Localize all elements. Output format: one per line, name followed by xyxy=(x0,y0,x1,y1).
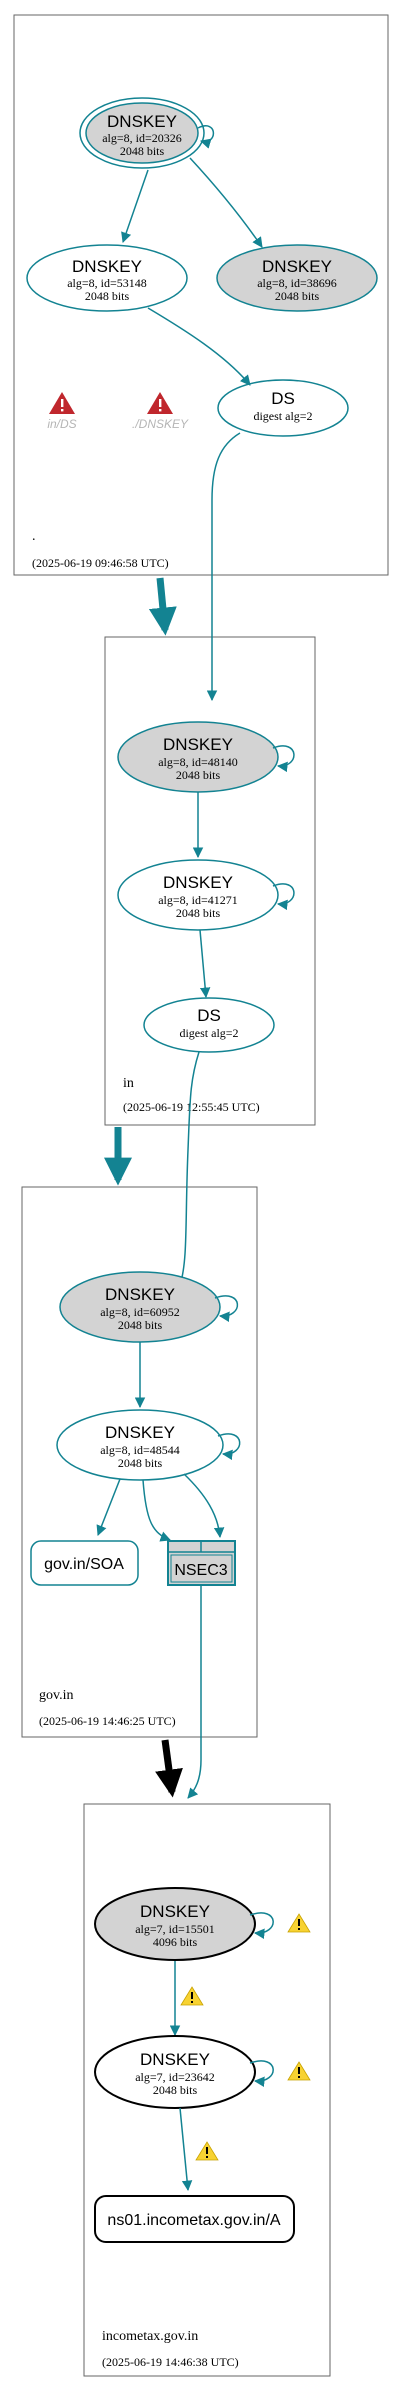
it-zsk-node[interactable]: DNSKEY alg=7, id=23642 2048 bits xyxy=(94,2035,256,2109)
node-title: DNSKEY xyxy=(163,873,233,892)
node-detail: alg=8, id=60952 xyxy=(100,1305,180,1319)
node-detail: digest alg=2 xyxy=(253,409,312,423)
node-title: DNSKEY xyxy=(105,1285,175,1304)
node-detail: 2048 bits xyxy=(118,1318,163,1332)
node-detail: alg=7, id=15501 xyxy=(135,1922,215,1936)
self-sign-edge xyxy=(249,1912,274,1939)
zone-in: DNSKEY alg=8, id=48140 2048 bits DNSKEY … xyxy=(104,432,316,1126)
node-detail: alg=8, id=48544 xyxy=(100,1443,180,1457)
it-a-record-node[interactable]: ns01.incometax.gov.in/A xyxy=(94,2195,295,2243)
delegation-arrow xyxy=(148,577,177,636)
node-detail: 2048 bits xyxy=(153,2083,198,2097)
root-key-38696-node[interactable]: DNSKEY alg=8, id=38696 2048 bits xyxy=(216,244,378,312)
edge xyxy=(96,1478,121,1536)
node-title: DNSKEY xyxy=(105,1423,175,1442)
node-title: DNSKEY xyxy=(72,257,142,276)
error-dnskey: ./DNSKEY xyxy=(132,392,189,431)
root-ksk-node[interactable]: DNSKEY alg=8, id=20326 2048 bits xyxy=(79,97,205,169)
zone-root: DNSKEY alg=8, id=20326 2048 bits DNSKEY … xyxy=(13,14,389,576)
node-title: DNSKEY xyxy=(107,112,177,131)
node-detail: 2048 bits xyxy=(118,1456,163,1470)
zone-timestamp: (2025-06-19 09:46:58 UTC) xyxy=(32,556,169,570)
warning-icon xyxy=(195,2141,219,2161)
zone-name: gov.in xyxy=(39,1688,73,1703)
self-sign-edge xyxy=(249,2060,274,2087)
in-ds-node[interactable]: DS digest alg=2 xyxy=(143,997,275,1053)
error-label: in/DS xyxy=(47,417,76,431)
zone-gov: DNSKEY alg=8, id=60952 2048 bits DNSKEY … xyxy=(21,1051,258,1738)
zone-name: incometax.gov.in xyxy=(102,2329,198,2344)
node-detail: alg=7, id=23642 xyxy=(135,2070,215,2084)
zone-name: in xyxy=(123,1076,134,1091)
error-label: ./DNSKEY xyxy=(132,417,189,431)
in-ksk-node[interactable]: DNSKEY alg=8, id=48140 2048 bits xyxy=(117,721,279,793)
edge xyxy=(147,307,251,386)
node-detail: alg=8, id=48140 xyxy=(158,755,238,769)
gov-ksk-node[interactable]: DNSKEY alg=8, id=60952 2048 bits xyxy=(59,1271,221,1343)
edge xyxy=(189,157,263,248)
it-ksk-node[interactable]: DNSKEY alg=7, id=15501 4096 bits xyxy=(94,1887,256,1961)
zone-timestamp: (2025-06-19 12:55:45 UTC) xyxy=(123,1100,260,1114)
edge xyxy=(199,929,211,999)
node-title: DNSKEY xyxy=(262,257,332,276)
self-sign-edge xyxy=(272,745,295,773)
node-title: DNSKEY xyxy=(140,1902,210,1921)
node-title: DS xyxy=(197,1006,221,1025)
node-detail: 2048 bits xyxy=(85,289,130,303)
node-title: ns01.incometax.gov.in/A xyxy=(107,2212,280,2229)
node-detail: 2048 bits xyxy=(120,144,165,158)
node-title: NSEC3 xyxy=(174,1562,227,1579)
warning-icon xyxy=(287,2061,311,2081)
node-title: gov.in/SOA xyxy=(44,1556,124,1573)
zone-timestamp: (2025-06-19 14:46:25 UTC) xyxy=(39,1714,176,1728)
error-in-ds: in/DS xyxy=(47,392,77,431)
zone-incometax: DNSKEY alg=7, id=15501 4096 bits DNSKEY … xyxy=(83,1803,331,2377)
node-detail: alg=8, id=41271 xyxy=(158,893,238,907)
warning-icon xyxy=(287,1913,311,1933)
edge xyxy=(179,2107,193,2192)
delegation-arrow xyxy=(155,1739,183,1798)
self-sign-edge xyxy=(197,125,215,149)
node-detail: 2048 bits xyxy=(275,289,320,303)
node-detail: alg=8, id=20326 xyxy=(102,131,182,145)
node-title: DS xyxy=(271,389,295,408)
edge xyxy=(183,1473,225,1539)
self-sign-edge xyxy=(272,883,295,911)
self-sign-edge xyxy=(217,1433,241,1461)
warning-icon xyxy=(180,1986,204,2006)
root-ds-node[interactable]: DS digest alg=2 xyxy=(217,379,349,437)
node-title: DNSKEY xyxy=(140,2050,210,2069)
edge xyxy=(206,432,241,702)
node-detail: 2048 bits xyxy=(176,768,221,782)
self-sign-edge xyxy=(214,1295,239,1323)
gov-nsec3-node[interactable]: NSEC3 xyxy=(167,1540,236,1586)
zone-name: . xyxy=(32,529,36,544)
root-zsk-node[interactable]: DNSKEY alg=8, id=53148 2048 bits xyxy=(26,244,188,312)
node-detail: 4096 bits xyxy=(153,1935,198,1949)
edge xyxy=(142,1479,171,1542)
edge xyxy=(121,169,149,243)
node-title: DNSKEY xyxy=(163,735,233,754)
node-detail: 2048 bits xyxy=(176,906,221,920)
edge xyxy=(187,1585,202,1799)
error-icon xyxy=(147,392,173,414)
node-detail: alg=8, id=38696 xyxy=(257,276,337,290)
gov-soa-node[interactable]: gov.in/SOA xyxy=(30,1540,139,1586)
error-icon xyxy=(49,392,75,414)
node-detail: alg=8, id=53148 xyxy=(67,276,147,290)
zone-timestamp: (2025-06-19 14:46:38 UTC) xyxy=(102,2355,239,2369)
in-zsk-node[interactable]: DNSKEY alg=8, id=41271 2048 bits xyxy=(117,859,279,931)
gov-zsk-node[interactable]: DNSKEY alg=8, id=48544 2048 bits xyxy=(56,1409,224,1481)
node-detail: digest alg=2 xyxy=(179,1026,238,1040)
